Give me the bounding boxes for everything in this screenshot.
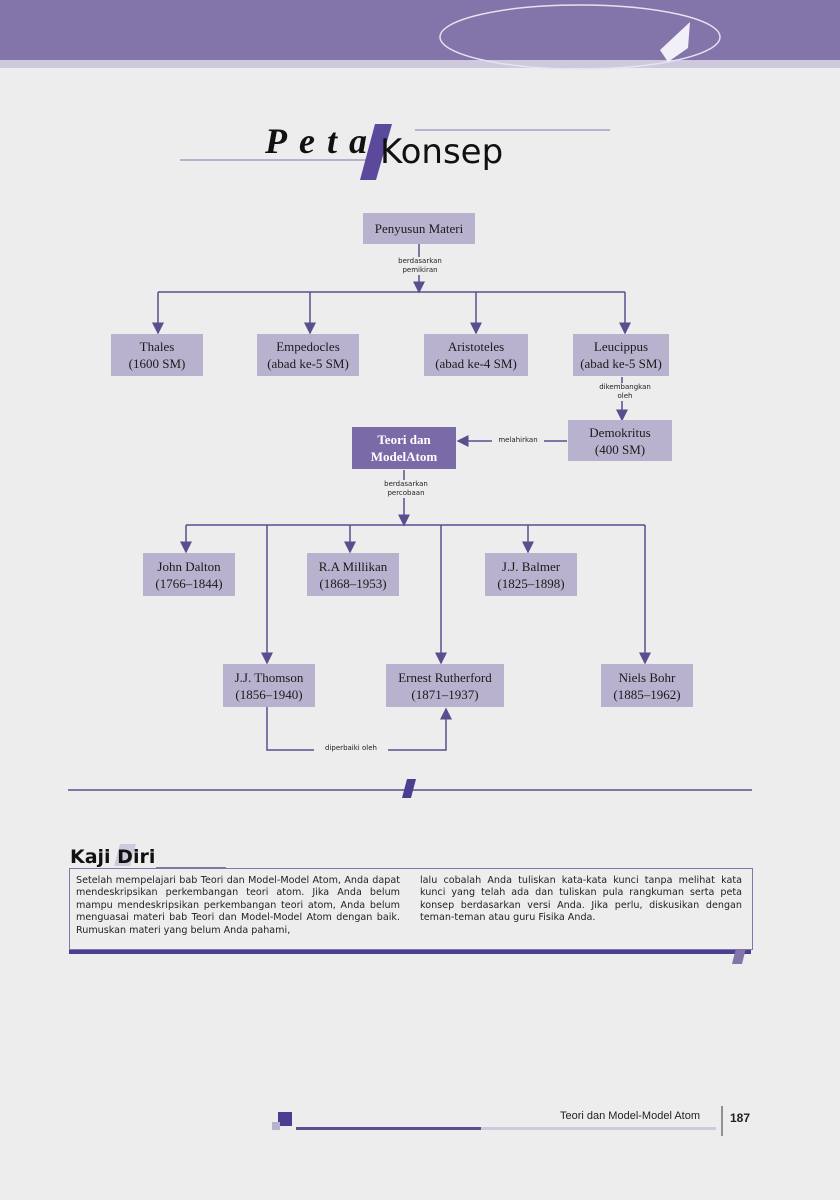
node-leucippus: Leucippus (abad ke-5 SM) [573, 334, 669, 376]
kaji-diri-text-col1: Setelah mempelajari bab Teori dan Model-… [76, 875, 400, 936]
kaji-diri-title: Kaji Diri [70, 846, 156, 868]
node-jj-thomson: J.J. Thomson (1856–1940) [223, 664, 315, 707]
top-banner [0, 0, 840, 60]
top-banner-shadow [0, 60, 840, 68]
link-label-line: dikembangkan [599, 383, 651, 391]
node-period: (1868–1953) [319, 575, 387, 591]
node-name: Ernest Rutherford [398, 669, 492, 685]
kaji-diri-box [69, 868, 753, 950]
kaji-diri-text-col2: lalu cobalah Anda tuliskan kata-kata kun… [420, 875, 742, 924]
link-label-line: pemikiran [402, 266, 438, 274]
link-label-line: percobaan [387, 489, 425, 497]
node-name: Thales [139, 339, 175, 354]
title-decoration [180, 124, 610, 180]
node-period: (1856–1940) [235, 686, 303, 702]
node-demokritus: Demokritus (400 SM) [568, 420, 672, 461]
node-thales: Thales (1600 SM) [111, 334, 203, 376]
page-title-konsep: Konsep [380, 132, 504, 172]
node-period: (1600 SM) [128, 356, 186, 371]
page-title-peta: Peta [265, 121, 379, 161]
link-label-berdasarkan-pemikiran: berdasarkan pemikiran [384, 257, 456, 275]
node-name: R.A Millikan [318, 558, 388, 574]
node-name: John Dalton [157, 558, 221, 574]
node-name: Leucippus [593, 339, 649, 354]
node-period: (1885–1962) [613, 686, 681, 702]
node-name: Demokritus [589, 424, 651, 440]
footer-chapter-title: Teori dan Model-Model Atom [560, 1110, 701, 1122]
footer-decoration [272, 1106, 723, 1136]
node-aristoteles: Aristoteles (abad ke-4 SM) [424, 334, 528, 376]
banner-decoration [439, 4, 721, 70]
link-label-line: diperbaiki oleh [325, 744, 377, 752]
node-teori-dan-model-atom: Teori dan ModelAtom [352, 427, 456, 469]
node-period: (abad ke-5 SM) [267, 356, 349, 371]
link-label-line: oleh [617, 392, 633, 400]
page-number: 187 [730, 1111, 751, 1125]
node-penyusun-materi: Penyusun Materi [363, 213, 475, 244]
node-period: (400 SM) [594, 441, 646, 457]
node-name: J.J. Balmer [501, 558, 561, 574]
section-divider [68, 779, 752, 798]
link-label-melahirkan: melahirkan [492, 436, 544, 445]
link-label-diperbaiki-oleh: diperbaiki oleh [314, 744, 388, 753]
node-jj-balmer: J.J. Balmer (1825–1898) [485, 553, 577, 596]
node-label-line: ModelAtom [370, 449, 438, 464]
node-ra-millikan: R.A Millikan (1868–1953) [307, 553, 399, 596]
node-label-line: Teori dan [377, 432, 431, 447]
node-name: Niels Bohr [618, 669, 676, 685]
node-john-dalton: John Dalton (1766–1844) [143, 553, 235, 596]
node-period: (1825–1898) [497, 575, 565, 591]
link-label-line: berdasarkan [384, 480, 428, 488]
node-period: (abad ke-5 SM) [580, 356, 662, 371]
node-name: Empedocles [276, 339, 340, 354]
node-period: (1766–1844) [155, 575, 223, 591]
node-period: (1871–1937) [411, 686, 479, 702]
node-ernest-rutherford: Ernest Rutherford (1871–1937) [386, 664, 504, 707]
node-niels-bohr: Niels Bohr (1885–1962) [601, 664, 693, 707]
node-empedocles: Empedocles (abad ke-5 SM) [257, 334, 359, 376]
node-name: Aristoteles [447, 339, 505, 354]
node-label: Penyusun Materi [374, 221, 464, 236]
node-period: (abad ke-4 SM) [435, 356, 517, 371]
node-name: J.J. Thomson [234, 669, 304, 685]
link-label-line: melahirkan [498, 436, 538, 444]
link-label-dikembangkan-oleh: dikembangkan oleh [590, 383, 660, 401]
link-label-line: berdasarkan [398, 257, 442, 265]
concept-map-connectors [152, 244, 651, 751]
link-label-berdasarkan-percobaan: berdasarkan percobaan [372, 480, 440, 498]
